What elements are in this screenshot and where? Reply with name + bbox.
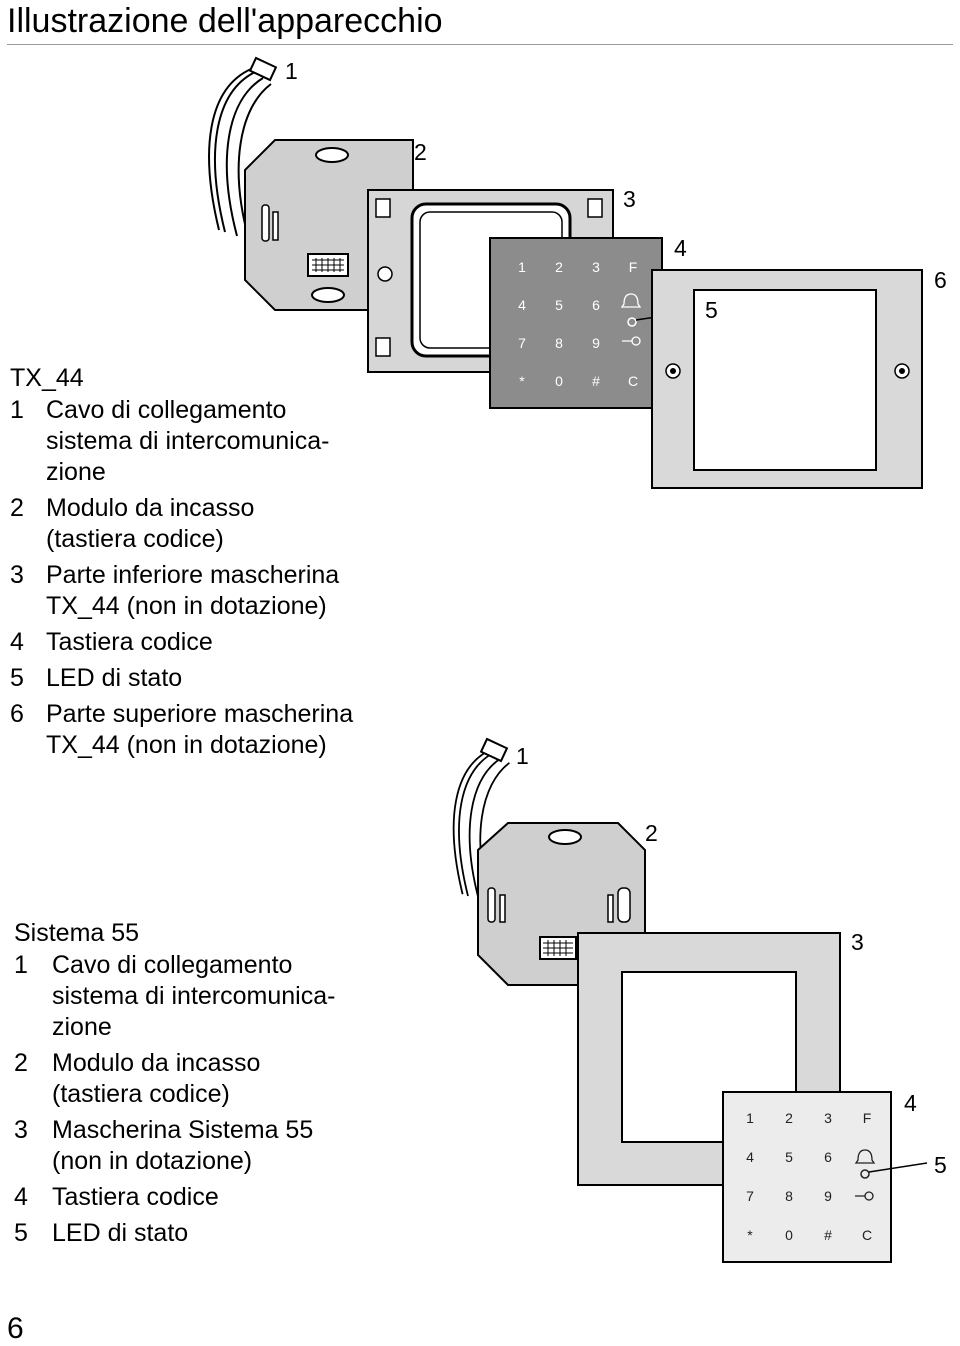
status-led-icon	[860, 1169, 870, 1179]
legend-item-number: 4	[14, 1183, 28, 1211]
keypad-key: 8	[785, 1188, 793, 1204]
keypad-key: 4	[746, 1149, 754, 1165]
keypad-key: 2	[555, 259, 563, 275]
page-number: 6	[7, 1312, 24, 1345]
legend-item-text: Parte inferiore mascherina TX_44 (non in…	[46, 561, 340, 620]
keypad-keys: 1 2 3 F 4 5 6 7 8 9 * 0 # C	[746, 1110, 872, 1243]
legend-item-text: Tastiera codice	[46, 628, 213, 656]
connection-cable	[452, 737, 511, 905]
keypad-key: 8	[555, 335, 563, 351]
callout-5: 5	[705, 297, 718, 323]
keypad-key: C	[862, 1227, 872, 1243]
callout-3: 3	[851, 929, 864, 955]
page-title: Illustrazione dell'apparecchio	[7, 2, 443, 40]
keypad-keys: 1 2 3 F 4 5 6 7 8 9 * 0 # C	[518, 259, 638, 389]
callout-2: 2	[414, 139, 427, 165]
legend-heading: TX_44	[10, 364, 84, 392]
legend-item-number: 6	[10, 700, 24, 728]
connection-cable	[208, 56, 278, 241]
legend-heading: Sistema 55	[14, 919, 140, 947]
upper-frame	[651, 269, 923, 489]
keypad-key: 3	[824, 1110, 832, 1126]
keypad-key: F	[629, 259, 638, 275]
keypad-key: 0	[555, 373, 563, 389]
keypad-key: 3	[592, 259, 600, 275]
legend-item-number: 3	[14, 1116, 28, 1144]
keypad-key: 7	[518, 335, 526, 351]
legend-item-text: LED di stato	[46, 664, 183, 692]
legend-item-number: 3	[10, 561, 24, 589]
callout-1: 1	[285, 58, 298, 84]
legend-item: 5 LED di stato	[10, 663, 410, 694]
legend-item-text: Parte superiore mascherina TX_44 (non in…	[46, 700, 354, 759]
legend-sistema55: Sistema 55 1 Cavo di collegamento sistema…	[14, 918, 434, 1254]
keypad-key: 9	[592, 335, 600, 351]
legend-item: 3 Mascherina Sistema 55 (non in dotazione…	[14, 1115, 434, 1177]
key-icon	[622, 336, 641, 346]
key-icon	[855, 1191, 874, 1201]
legend-item: 5 LED di stato	[14, 1218, 434, 1249]
legend-item-text: Tastiera codice	[52, 1183, 219, 1211]
keypad-key: 1	[746, 1110, 754, 1126]
legend-item: 6 Parte superiore mascherina TX_44 (non i…	[10, 699, 410, 761]
keypad-key: 6	[824, 1149, 832, 1165]
legend-item-number: 4	[10, 628, 24, 656]
legend-item-text: LED di stato	[52, 1219, 189, 1247]
callout-4: 4	[904, 1090, 917, 1116]
legend-tx44: TX_44 1 Cavo di collegamento sistema di i…	[10, 363, 410, 766]
legend-item: 2 Modulo da incasso (tastiera codice)	[14, 1048, 434, 1110]
legend-item-text: Cavo di collegamento sistema di intercom…	[52, 951, 336, 1041]
flush-mounted-module	[244, 139, 414, 311]
legend-item-number: 2	[10, 494, 24, 522]
callout-2: 2	[645, 820, 658, 846]
callout-4: 4	[674, 235, 687, 261]
legend-item-number: 1	[14, 951, 28, 979]
legend-item: 2 Modulo da incasso (tastiera codice)	[10, 493, 410, 555]
legend-item: 1 Cavo di collegamento sistema di interco…	[10, 395, 410, 488]
callout-6: 6	[934, 267, 947, 293]
legend-item-number: 2	[14, 1049, 28, 1077]
legend-item-number: 5	[10, 664, 24, 692]
callout-5: 5	[934, 1152, 947, 1178]
keypad-key: C	[628, 373, 638, 389]
keypad-key: 5	[785, 1149, 793, 1165]
keypad-key: 4	[518, 297, 526, 313]
keypad-key: 0	[785, 1227, 793, 1243]
keypad-key: *	[747, 1227, 753, 1243]
keypad-key: 2	[785, 1110, 793, 1126]
keypad-key: #	[824, 1227, 832, 1243]
legend-item-text: Modulo da incasso (tastiera codice)	[46, 494, 255, 553]
title-divider	[7, 44, 953, 45]
legend-item-text: Modulo da incasso (tastiera codice)	[52, 1049, 261, 1108]
keypad-key: *	[519, 373, 525, 389]
callout-1: 1	[516, 743, 529, 769]
keypad-key: 5	[555, 297, 563, 313]
legend-item-number: 1	[10, 396, 24, 424]
keypad-key: F	[863, 1110, 872, 1126]
bell-icon	[620, 293, 642, 308]
legend-item-text: Cavo di collegamento sistema di intercom…	[46, 396, 330, 486]
keypad-key: 9	[824, 1188, 832, 1204]
legend-item-text: Mascherina Sistema 55 (non in dotazione)	[52, 1116, 314, 1175]
legend-item: 4 Tastiera codice	[14, 1182, 434, 1213]
code-keypad: 1 2 3 F 4 5 6 7 8 9 * 0 # C	[722, 1091, 928, 1263]
legend-item: 1 Cavo di collegamento sistema di interco…	[14, 950, 434, 1043]
keypad-key: 1	[518, 259, 526, 275]
status-led-icon	[627, 317, 637, 327]
keypad-key: 6	[592, 297, 600, 313]
legend-item: 4 Tastiera codice	[10, 627, 410, 658]
legend-item: 3 Parte inferiore mascherina TX_44 (non i…	[10, 560, 410, 622]
keypad-key: 7	[746, 1188, 754, 1204]
legend-item-number: 5	[14, 1219, 28, 1247]
callout-3: 3	[623, 186, 636, 212]
bell-icon	[854, 1149, 876, 1164]
keypad-key: #	[592, 373, 600, 389]
